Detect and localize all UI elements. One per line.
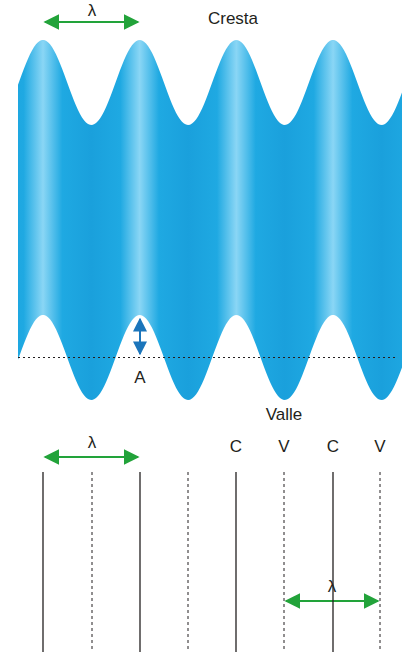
crest-marker: C [327,438,339,455]
wavefront-lines [43,472,333,652]
wavelength-symbol: λ [88,434,97,451]
wavelength-arrow [45,456,138,458]
trough-label: Valle [266,406,303,423]
water-band [18,40,402,400]
trough-lines [92,472,380,652]
wavelength-symbol: λ [328,578,337,595]
crest-label: Cresta [208,10,258,27]
amplitude-symbol: A [134,369,145,386]
wavelength-arrow [286,600,378,602]
rest-line [18,357,398,358]
wavelength-arrow [45,21,138,23]
trough-marker: V [374,438,385,455]
wavelength-symbol: λ [88,2,97,19]
trough-marker: V [278,438,289,455]
amplitude-arrow [139,319,141,354]
crest-marker: C [230,438,242,455]
